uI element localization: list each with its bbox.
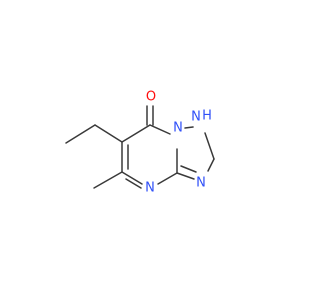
atom-nitrogen-pyrimidine: N <box>145 181 155 196</box>
bond-n4-c3a <box>157 172 178 185</box>
bond-c7-c6 <box>121 124 151 143</box>
bond-c2-n1 <box>204 132 215 160</box>
atom-nitrogen-nh: N <box>191 110 201 125</box>
bond-c5-methyl <box>93 171 123 189</box>
bond-ethyl-ch2-c6 <box>94 124 123 143</box>
bond-ethyl-ch3-ch2 <box>65 124 96 144</box>
atom-hydrogen: H <box>202 109 212 124</box>
bond-c3a-n3 <box>176 172 195 180</box>
atom-labels: O N N H N N <box>145 90 212 196</box>
atom-nitrogen-triazole: N <box>196 176 206 191</box>
bond-n3-c2 <box>207 158 215 172</box>
bond-c5-n4 <box>121 171 143 185</box>
atom-oxygen: O <box>146 90 156 105</box>
bond-c3a-n3-double <box>180 165 197 173</box>
bonds <box>65 105 215 189</box>
bond-c5-n4-double <box>125 178 142 189</box>
atom-nitrogen-bridge: N <box>173 121 183 136</box>
bond-nbridge-c7 <box>149 124 171 135</box>
bond-n1-nbridge <box>184 126 194 129</box>
molecule-canvas: O N N H N N <box>65 90 215 196</box>
